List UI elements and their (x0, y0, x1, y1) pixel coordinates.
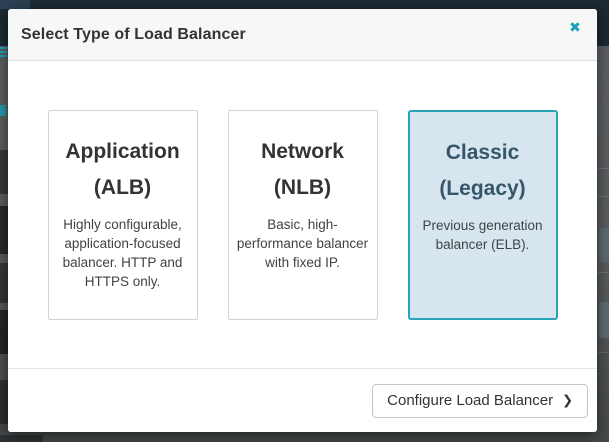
background-block-fragment (599, 228, 609, 262)
background-row-fragment (0, 310, 8, 354)
background-line-fragment (598, 352, 609, 353)
card-description: Highly configurable, application-focused… (62, 216, 183, 289)
background-row-fragment (0, 263, 8, 303)
card-title-line2: (Legacy) (439, 176, 526, 200)
card-title: Application (ALB) (57, 134, 189, 206)
configure-button-label: Configure Load Balancer (387, 392, 554, 409)
card-application-alb[interactable]: Application (ALB) Highly configurable, a… (47, 109, 198, 320)
card-title-line2: (NLB) (273, 175, 332, 199)
menu-icon-fragment (0, 55, 7, 57)
dialog-title: Select Type of Load Balancer (21, 25, 246, 43)
dialog-body: Application (ALB) Highly configurable, a… (8, 61, 597, 368)
menu-icon-fragment (0, 47, 7, 49)
background-row-fragment (0, 150, 8, 194)
card-title: Network (NLB) (237, 134, 369, 206)
chevron-right-icon: ❯ (562, 393, 573, 409)
card-title-line1: Classic (445, 140, 520, 164)
close-icon[interactable]: ✖ (566, 19, 584, 37)
card-title: Classic (Legacy) (418, 135, 548, 207)
background-line-fragment (598, 272, 609, 273)
card-description: Previous generation balancer (ELB). (422, 217, 543, 252)
background-navbar-tab (0, 0, 30, 9)
card-title-line1: Network (261, 139, 344, 163)
background-bottom-tab (0, 435, 43, 442)
load-balancer-type-dialog: Select Type of Load Balancer ✖ Applicati… (8, 9, 597, 432)
background-block-fragment (599, 302, 609, 338)
card-classic-legacy[interactable]: Classic (Legacy) Previous generation bal… (407, 109, 558, 320)
background-line-fragment (598, 196, 609, 197)
dialog-header: Select Type of Load Balancer ✖ (8, 9, 597, 61)
card-title-line1: Application (65, 139, 180, 163)
card-network-nlb[interactable]: Network (NLB) Basic, high-performance ba… (227, 109, 378, 320)
dialog-footer: Configure Load Balancer ❯ (8, 368, 597, 432)
card-title-line2: (ALB) (93, 175, 152, 199)
configure-load-balancer-button[interactable]: Configure Load Balancer ❯ (372, 383, 588, 418)
background-text-fragment (0, 105, 6, 116)
background-row-fragment (0, 206, 8, 254)
menu-icon-fragment (0, 51, 7, 53)
background-row-fragment (0, 380, 8, 424)
card-description: Basic, high-performance balancer with fi… (236, 216, 369, 270)
background-line-fragment (598, 168, 609, 169)
